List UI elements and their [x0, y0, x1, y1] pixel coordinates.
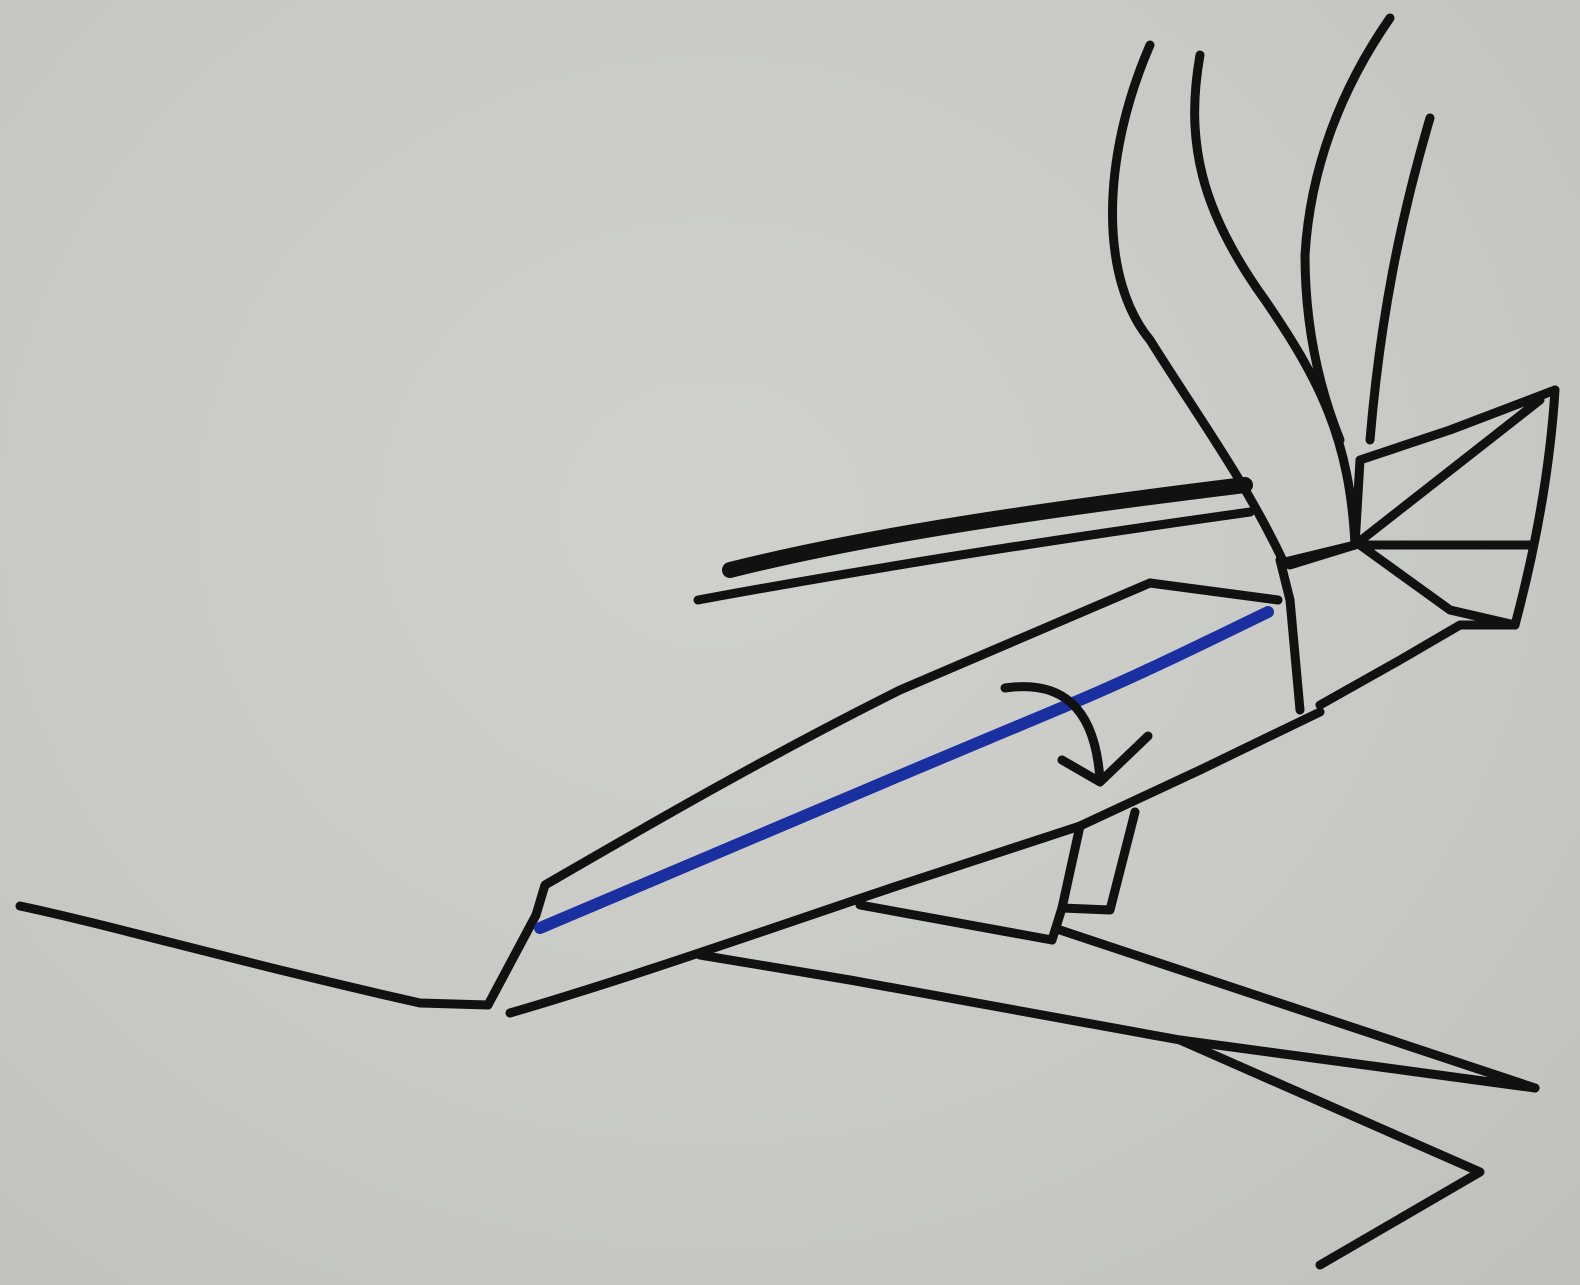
head-right-edge — [1515, 390, 1555, 625]
hind-leg-1 — [700, 955, 1535, 1088]
head-crease-3 — [1360, 545, 1515, 625]
body-top-edge — [536, 583, 1150, 915]
leg-thigh-back — [1052, 908, 1062, 940]
tail-lines — [20, 906, 536, 1005]
antennae — [1113, 18, 1431, 565]
body-outline — [510, 560, 1320, 1013]
tail-upper-edge — [20, 906, 488, 1005]
hind-leg-2 — [1060, 930, 1535, 1088]
body-top-flap — [1150, 583, 1278, 600]
arrow-head — [1062, 736, 1148, 782]
leg-thigh — [860, 905, 1052, 940]
tail-lower-edge — [488, 915, 536, 1005]
under-legs — [700, 812, 1535, 1265]
head-bottom-edge — [1320, 625, 1515, 705]
head-crease-1 — [1355, 400, 1540, 545]
body-neck-divider — [1280, 560, 1300, 710]
head-outline — [1285, 390, 1555, 705]
antenna-4 — [1370, 118, 1430, 440]
